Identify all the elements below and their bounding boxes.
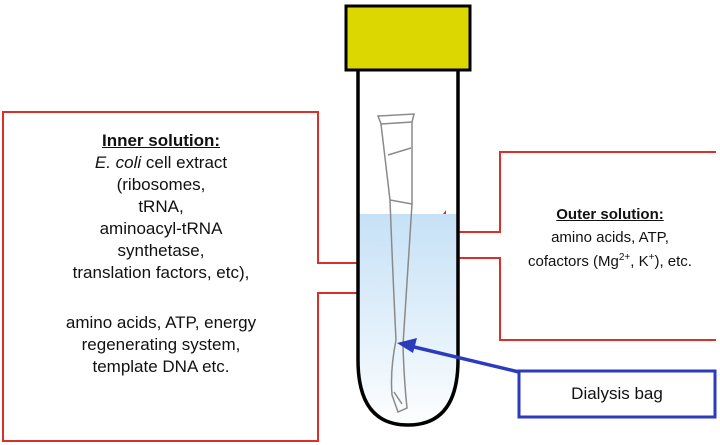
outer-line-2b: , K [630,253,649,270]
outer-line-2a: cofactors (Mg [528,253,619,270]
outer-line-1: amino acids, ATP, [551,229,669,246]
inner-line-1: E. coli cell extract [6,152,316,174]
inner-line-8: regenerating system, [81,335,241,354]
inner-line-3: tRNA, [138,197,184,216]
inner-line-6: translation factors, etc), [72,263,250,282]
dialysis-label-box [517,369,717,419]
inner-solution-title: Inner solution: [101,131,221,150]
mg-charge: 2+ [618,252,631,263]
tube-cap [344,4,472,72]
inner-line-1-rest: cell extract [141,153,228,172]
outer-solution-text: Outer solution: amino acids, ATP, cofact… [505,204,715,274]
inner-solution-text: Inner solution: E. coli cell extract (ri… [6,130,316,284]
k-charge: + [648,252,655,263]
inner-line-7: amino acids, ATP, energy [65,313,257,332]
dialysis-pointer-line [409,344,520,374]
inner-line-2: (ribosomes, [116,175,206,194]
inner-line-5: synthetase, [117,241,205,260]
test-tube [356,70,460,427]
dialysis-bag [376,113,415,414]
outer-solution-title: Outer solution: [556,206,664,223]
outer-line-2c: ), etc. [654,253,692,270]
inner-line-9: template DNA etc. [92,357,230,376]
dialysis-pointer-arrowhead [397,338,417,353]
inner-line-4: aminoacyl-tRNA [99,219,223,238]
inner-solution-text-2: amino acids, ATP, energy regenerating sy… [6,312,316,378]
outer-line-2: cofactors (Mg2+, K+), etc. [505,250,715,274]
dialysis-bag-label: Dialysis bag [571,384,663,403]
inner-species: E. coli [94,153,142,172]
tube-liquid [358,214,458,425]
